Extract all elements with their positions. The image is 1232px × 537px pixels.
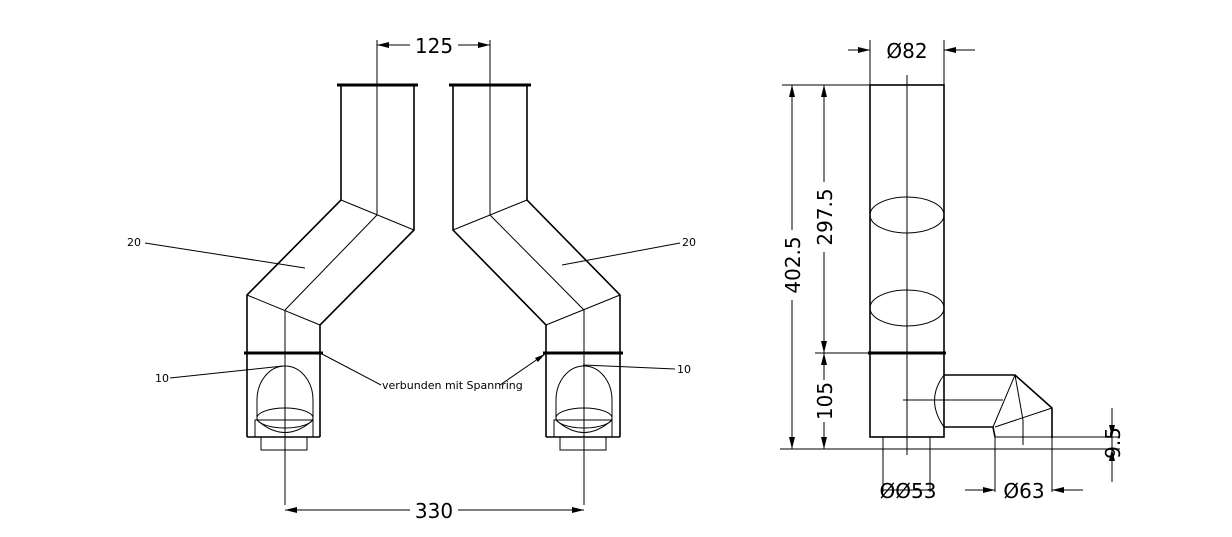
svg-text:402.5: 402.5 [781,236,805,293]
svg-text:9.5: 9.5 [1101,427,1125,459]
dimension-9-5: 9.5 [1101,408,1125,482]
svg-text:105: 105 [813,382,837,420]
dimension-105: 105 [812,353,837,449]
svg-text:Ø63: Ø63 [1003,479,1044,503]
svg-text:Ø82: Ø82 [886,39,927,63]
svg-text:297.5: 297.5 [813,188,837,245]
side-view [780,40,1120,492]
svg-text:125: 125 [415,34,453,58]
svg-text:10: 10 [155,372,169,385]
svg-text:20: 20 [127,236,141,249]
dimension-125: 125 [377,34,490,58]
svg-text:verbunden mit Spannring: verbunden mit Spannring [382,379,523,392]
leaders: 20 20 10 10 verbunden mit Spannring [127,236,696,392]
svg-text:330: 330 [415,499,453,523]
svg-text:10: 10 [677,363,691,376]
dimension-diameter-53: ØØ53 [880,479,937,503]
left-pipe-piece [244,40,418,505]
right-pipe-piece [449,40,623,505]
dimension-diameter-82: Ø82 [848,39,975,63]
svg-text:ØØ53: ØØ53 [880,479,937,503]
dimension-297-5: 297.5 [812,85,837,353]
svg-text:20: 20 [682,236,696,249]
dimension-402-5: 402.5 [780,85,805,449]
dimension-diameter-63: Ø63 [965,479,1083,503]
dimension-330: 330 [285,499,584,523]
